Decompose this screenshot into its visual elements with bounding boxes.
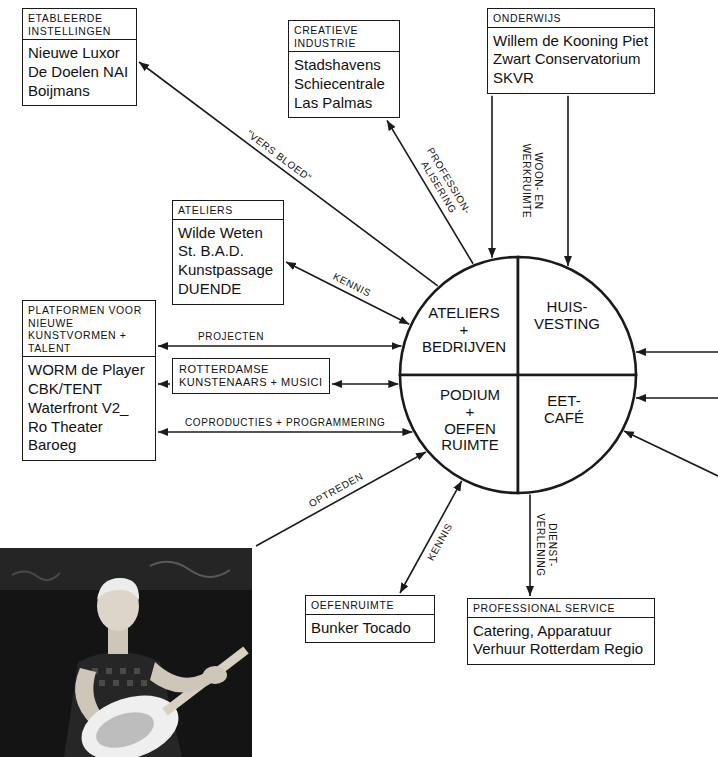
- segment-outline: [518, 375, 636, 493]
- segment-label: ATELIERS + BEDRIJVEN: [422, 305, 506, 355]
- connector: [400, 481, 462, 593]
- box-body: Stadshavens Schiecentrale Las Palmas: [289, 52, 399, 117]
- group-box: ROTTERDAMSE KUNSTENAARS + MUSICI: [172, 358, 330, 394]
- shirt-pattern: [92, 668, 147, 686]
- hair: [97, 578, 139, 600]
- edge-label: KENNIS: [329, 270, 374, 300]
- edge-label: PROJECTEN: [196, 331, 266, 343]
- photo-ground: [0, 548, 252, 757]
- incoming-arrow: [636, 351, 718, 353]
- connector: [286, 262, 409, 324]
- performance-arrow: [256, 452, 426, 546]
- graffiti: [12, 571, 60, 580]
- edge-label: COPRODUCTIES + PROGRAMMERING: [183, 417, 387, 429]
- connector: [491, 96, 493, 258]
- flow-label: OPTREDEN: [305, 469, 367, 510]
- edge-label: PROFESSION- ALISERING: [413, 144, 474, 224]
- connector: [567, 96, 569, 266]
- circle-segment: ATELIERS + BEDRIJVEN: [400, 257, 518, 375]
- graffiti: [150, 562, 230, 577]
- list-box: ATELIERSWilde Weten St. B.A.D. Kunstpass…: [172, 200, 284, 305]
- edge-label: "VERS BLOED": [242, 126, 315, 185]
- edge-label: KENNIS: [425, 520, 457, 565]
- box-heading: CREATIEVE INDUSTRIE: [289, 21, 399, 52]
- neck: [108, 628, 128, 654]
- incoming-arrow: [624, 431, 718, 476]
- circle-segment: PODIUM + OEFEN RUIMTE: [400, 375, 518, 493]
- list-box: CREATIEVE INDUSTRIEStadshavens Schiecent…: [288, 20, 400, 118]
- list-box: ONDERWIJSWillem de Kooning Piet Zwart Co…: [487, 8, 655, 94]
- box-heading: ETABLEERDE INSTELLINGEN: [23, 9, 136, 40]
- box-heading: OEFENRUIMTE: [306, 596, 434, 615]
- segment-outline: [400, 257, 518, 375]
- incoming-arrow: [636, 397, 718, 399]
- group-label: ROTTERDAMSE KUNSTENAARS + MUSICI: [173, 359, 329, 393]
- edge-label: WOON- EN WERKRUIMTE: [521, 142, 544, 220]
- connector: [158, 345, 402, 347]
- list-box: PLATFORMEN VOOR NIEUWE KUNSTVORMEN + TAL…: [22, 300, 156, 461]
- box-body: Catering, Apparatuur Verhuur Rotterdam R…: [468, 618, 654, 665]
- list-box: OEFENRUIMTEBunker Tocado: [305, 595, 435, 643]
- box-body: Bunker Tocado: [306, 615, 434, 643]
- segment-label: HUIS- VESTING: [534, 299, 600, 333]
- segment-label: EET- CAFÉ: [544, 393, 584, 427]
- box-heading: PLATFORMEN VOOR NIEUWE KUNSTVORMEN + TAL…: [23, 301, 155, 357]
- band-photo: [0, 548, 252, 757]
- connector: [158, 431, 412, 433]
- list-box: ETABLEERDE INSTELLINGENNieuwe Luxor De D…: [22, 8, 137, 106]
- list-box: PROFESSIONAL SERVICECatering, Apparatuur…: [467, 598, 655, 665]
- connector: [158, 383, 170, 385]
- pickguard: [92, 706, 159, 755]
- segment-label: PODIUM + OEFEN RUIMTE: [440, 387, 500, 454]
- circle-segment: EET- CAFÉ: [518, 375, 636, 493]
- edge-label: DIENST- VERLENING: [535, 512, 558, 579]
- hand: [203, 666, 227, 684]
- guitar-body: [73, 684, 187, 757]
- segment-outline: [518, 257, 636, 375]
- connector: [529, 494, 531, 596]
- box-heading: PROFESSIONAL SERVICE: [468, 599, 654, 618]
- connector: [332, 383, 398, 385]
- segment-outline: [400, 375, 518, 493]
- box-heading: ONDERWIJS: [488, 9, 654, 28]
- circle-segment: HUIS- VESTING: [518, 257, 636, 375]
- box-heading: ATELIERS: [173, 201, 283, 220]
- box-body: Wilde Weten St. B.A.D. Kunstpassage DUEN…: [173, 220, 283, 304]
- box-body: WORM de Player CBK/TENT Waterfront V2_ R…: [23, 357, 155, 460]
- box-body: Willem de Kooning Piet Zwart Conservator…: [488, 28, 654, 93]
- box-body: Nieuwe Luxor De Doelen NAI Boijmans: [23, 40, 136, 105]
